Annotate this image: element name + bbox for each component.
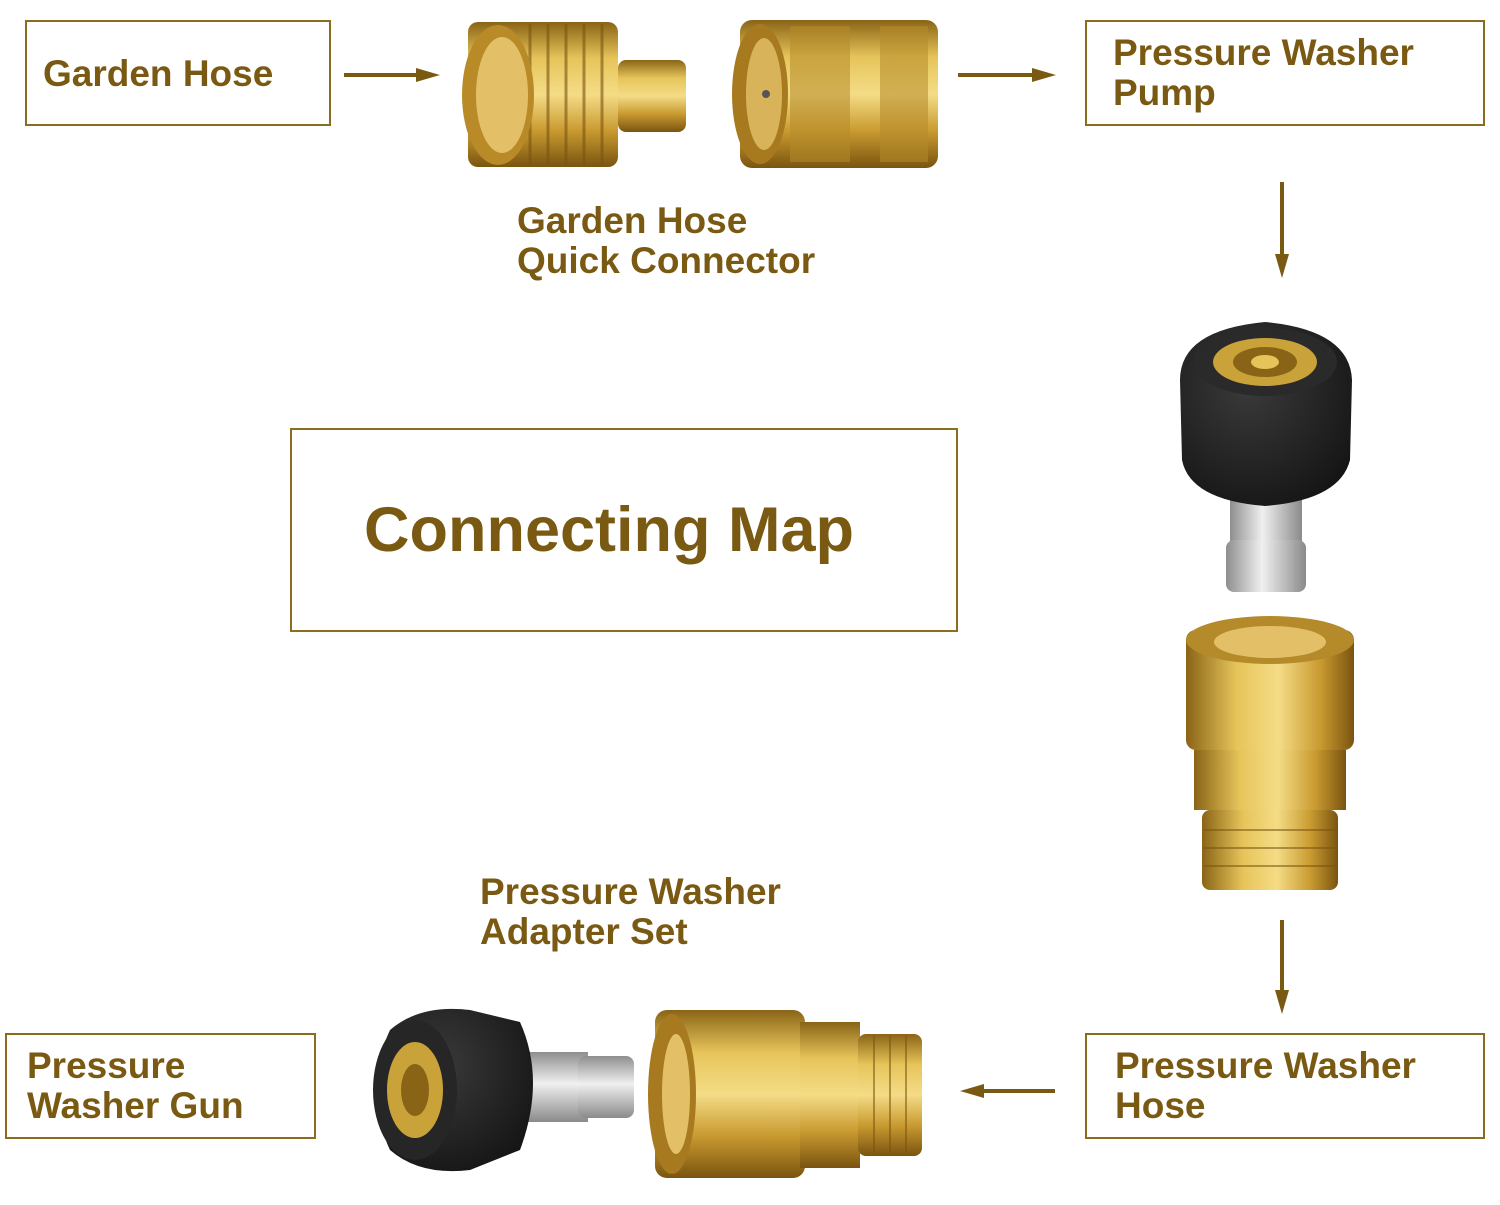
brass-quick-coupler-horizontal-icon [648, 1010, 922, 1178]
brass-male-adapter-icon [462, 22, 686, 167]
black-m22-coupler-icon [1180, 322, 1352, 592]
arrow-set-down [1275, 920, 1289, 1014]
arrow-pump-down [1275, 182, 1289, 278]
arrow-connector-to-pump [958, 68, 1056, 82]
brass-female-coupler-icon [732, 20, 938, 168]
arrow-hose-to-gun [960, 1084, 1055, 1098]
brass-quick-coupler-vertical-icon [1186, 616, 1354, 890]
black-m22-coupler-horizontal-icon [373, 1009, 634, 1171]
arrow-garden-to-connector [344, 68, 440, 82]
